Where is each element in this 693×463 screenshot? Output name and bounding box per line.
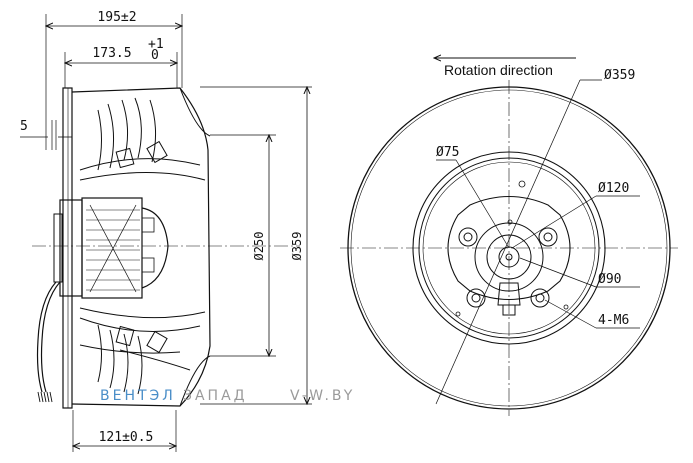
hub-diameter-label: Ø75 [436, 145, 459, 160]
housing-diameter-label: Ø359 [290, 232, 304, 261]
svg-text:ВЕНТЭЛ: ВЕНТЭЛ [100, 388, 176, 404]
body-length-tol-lower: 0 [151, 48, 159, 63]
bolt-circle-label: Ø120 [598, 181, 629, 196]
svg-text:ЗАПАД: ЗАПАД [183, 388, 248, 404]
flange-offset-label: 5 [20, 119, 28, 134]
mount-holes-label: 4-M6 [598, 313, 629, 328]
base-depth-label: 121±0.5 [99, 430, 154, 445]
front-view [340, 58, 678, 416]
side-view [20, 14, 312, 452]
svg-text:V-W.BY: V-W.BY [290, 388, 355, 404]
rotation-direction-label: Rotation direction [444, 62, 553, 78]
overall-length-label: 195±2 [97, 10, 136, 25]
body-length-tol-upper: +1 [148, 37, 164, 52]
inlet-diameter-label: Ø250 [252, 232, 266, 261]
mount-circle-label: Ø90 [598, 272, 621, 287]
watermark: ВЕНТЭЛ ЗАПАД V-W.BY [100, 388, 355, 404]
outer-diameter-label: Ø359 [604, 68, 635, 83]
body-length-label: 173.5 [92, 46, 131, 61]
